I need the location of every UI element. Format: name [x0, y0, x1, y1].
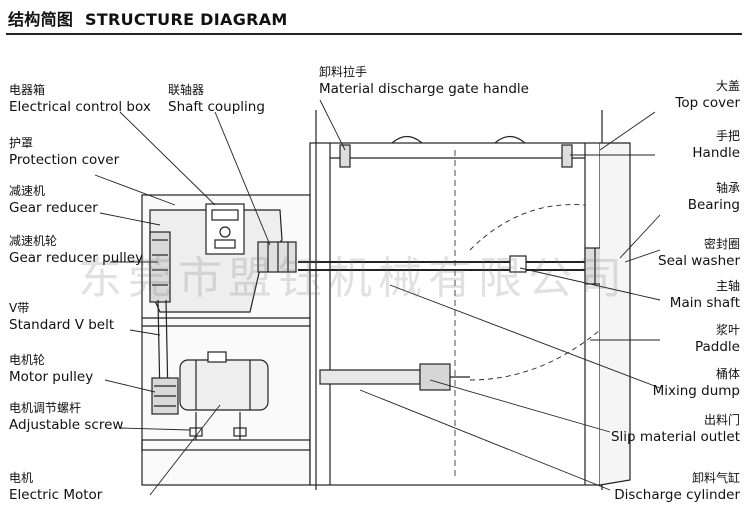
label-protection-cover: 护罩 Protection cover: [9, 136, 120, 168]
label-paddle: 浆叶 Paddle: [694, 323, 740, 355]
paddle-curve-1: [469, 204, 586, 251]
watermark: 东莞市盟钰机械有限公司: [78, 253, 628, 304]
top-cover-handle-1: [391, 135, 423, 144]
label-electrical-control-box: 电器箱 Electrical control box: [9, 83, 151, 115]
label-seal-washer: 密封圈 Seal washer: [658, 237, 740, 269]
label-adjustable-screw: 电机调节螺杆 Adjustable screw: [9, 401, 124, 433]
label-discharge-gate-handle: 卸料拉手 Material discharge gate handle: [319, 65, 529, 97]
label-gear-reducer: 减速机 Gear reducer: [9, 184, 98, 216]
shaft-coupling-shape: [257, 241, 297, 273]
handle-right: [561, 144, 573, 168]
label-mixing-dump: 桶体 Mixing dump: [652, 367, 740, 399]
label-motor-pulley: 电机轮 Motor pulley: [9, 353, 94, 385]
diagram-title-en: STRUCTURE DIAGRAM: [84, 10, 288, 29]
discharge-cylinder-shape: [319, 369, 421, 385]
label-standard-v-belt: V带 Standard V belt: [9, 301, 115, 333]
handle-left: [339, 144, 351, 168]
label-gear-reducer-pulley: 减速机轮 Gear reducer pulley: [9, 234, 144, 266]
label-top-cover: 大盖 Top cover: [675, 79, 740, 111]
label-slip-material-outlet: 出料门 Slip material outlet: [610, 413, 740, 445]
end-wall: [599, 142, 631, 486]
label-electric-motor: 电机 Electric Motor: [9, 471, 103, 503]
diagram-title: 结构简图 STRUCTURE DIAGRAM: [8, 6, 288, 30]
diagram-title-zh: 结构简图: [8, 10, 74, 29]
label-shaft-coupling: 联轴器 Shaft coupling: [168, 83, 265, 115]
label-main-shaft: 主轴 Main shaft: [669, 279, 740, 311]
label-discharge-cylinder: 卸料气缸 Discharge cylinder: [614, 471, 740, 503]
label-bearing: 轴承 Bearing: [687, 181, 740, 213]
label-handle: 手把 Handle: [692, 129, 740, 161]
title-rule: [6, 33, 742, 35]
motor-shape: [179, 359, 269, 411]
top-cover-handle-2: [494, 135, 526, 144]
